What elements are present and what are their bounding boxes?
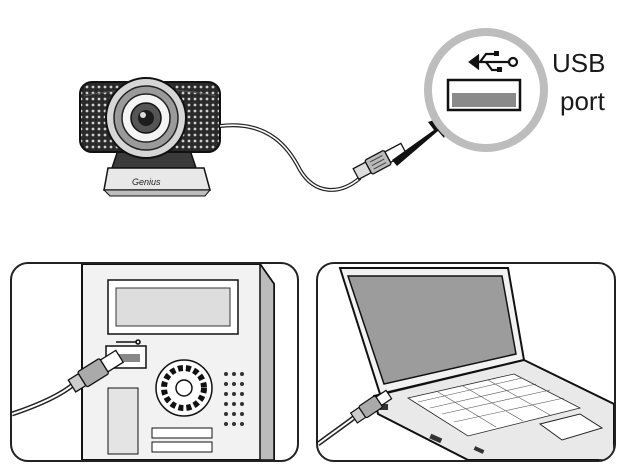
usb-port-callout	[424, 28, 548, 152]
usb-plug	[352, 142, 408, 181]
webcam-brand-label: Genius	[132, 177, 161, 187]
usb-symbol-icon	[468, 51, 519, 72]
usb-cable	[219, 123, 362, 192]
pc-usb-plug	[67, 349, 125, 393]
pc-usb-cable	[12, 382, 76, 417]
laptop-usb-plug	[349, 389, 393, 424]
desktop-tower-illustration	[12, 264, 275, 460]
webcam-illustration: Genius	[79, 28, 548, 197]
webcam-stand	[102, 149, 212, 197]
webcam-lens	[105, 77, 187, 159]
usb-label-line2: port	[560, 86, 605, 116]
desktop-pc-panel	[10, 262, 299, 462]
laptop-usb-port-icon	[378, 404, 388, 410]
laptop-illustration	[318, 267, 614, 460]
fan-grill-icon	[155, 359, 213, 417]
laptop-panel	[316, 262, 616, 462]
usb-label-line1: USB	[552, 48, 606, 78]
